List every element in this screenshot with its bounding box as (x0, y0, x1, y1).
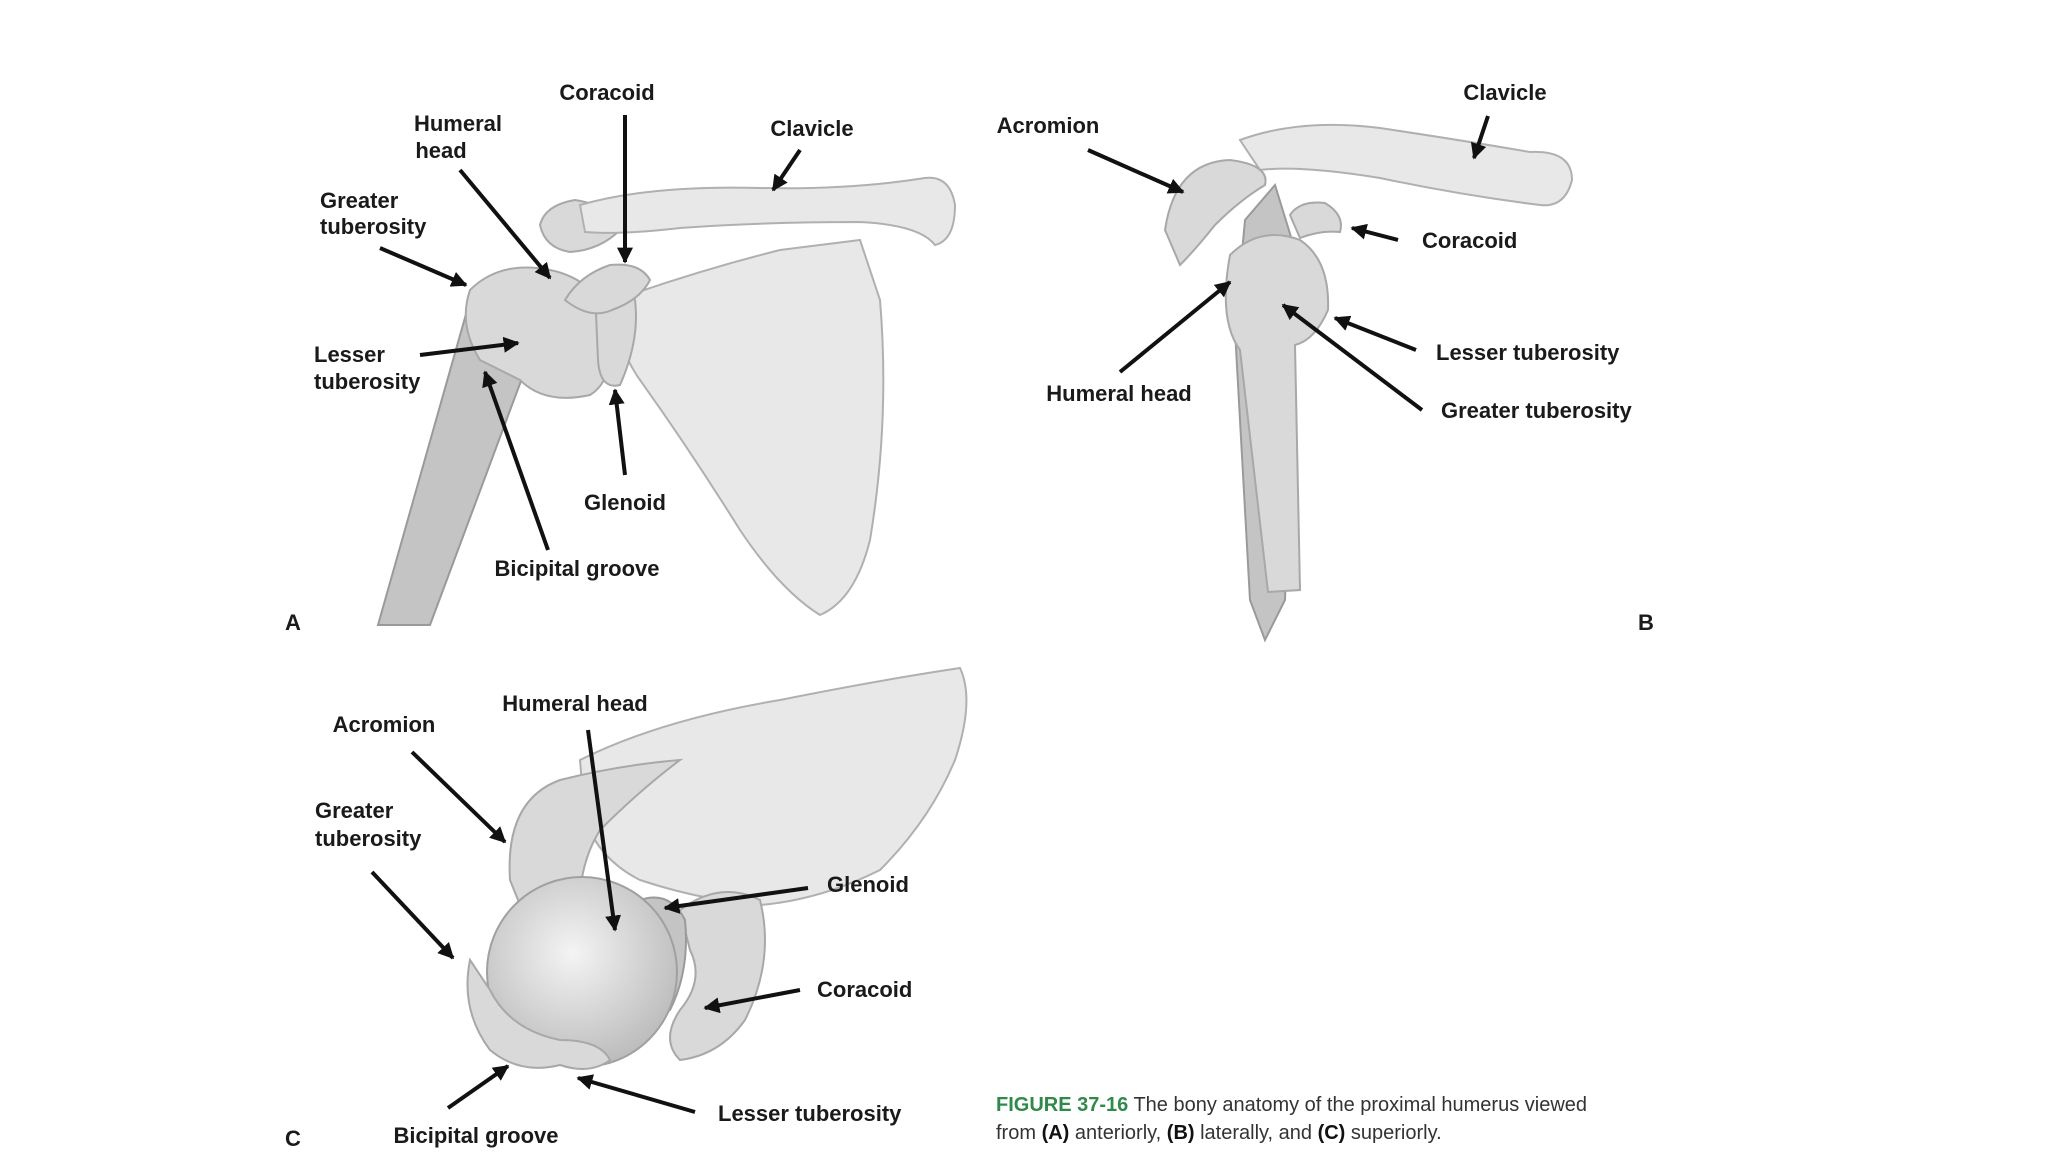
panel-a: Coracoid Humeral head Clavicle Greater t… (285, 80, 957, 635)
label-lesser-tuberosity-b: Lesser tuberosity (1436, 340, 1620, 365)
caption-ref-a: (A) (1041, 1122, 1070, 1144)
figure-number: FIGURE 37-16 (996, 1094, 1129, 1116)
label-coracoid-a: Coracoid (559, 80, 654, 105)
label-acromion-b: Acromion (997, 113, 1100, 138)
panel-letter-a: A (285, 610, 301, 635)
clavicle-a (578, 176, 957, 247)
panel-b: Clavicle Acromion Coracoid Lesser tubero… (997, 80, 1654, 643)
panel-c-bones (466, 666, 968, 1070)
scapula-a (613, 238, 885, 617)
label-greater-tuberosity-a-line1: Greater (320, 188, 399, 213)
panel-letter-b: B (1638, 610, 1654, 635)
label-greater-tuberosity-c-line2: tuberosity (315, 826, 422, 851)
panel-c: Humeral head Acromion Greater tuberosity… (285, 666, 968, 1151)
label-lesser-tuberosity-c: Lesser tuberosity (718, 1101, 902, 1126)
label-greater-tuberosity-c-line1: Greater (315, 798, 394, 823)
label-glenoid-a: Glenoid (584, 490, 666, 515)
caption-text-5: superiorly. (1345, 1122, 1442, 1144)
caption-ref-c: (C) (1317, 1122, 1346, 1144)
panel-a-arrows (379, 115, 802, 551)
label-greater-tuberosity-a-line2: tuberosity (320, 214, 427, 239)
label-lesser-tuberosity-a-line1: Lesser (314, 342, 385, 367)
panel-b-bones (1163, 123, 1574, 643)
label-greater-tuberosity-b: Greater tuberosity (1441, 398, 1632, 423)
caption-text-3: anteriorly, (1069, 1122, 1167, 1144)
label-glenoid-c: Glenoid (827, 872, 909, 897)
panel-a-bones (376, 176, 957, 626)
label-clavicle-b: Clavicle (1463, 80, 1546, 105)
figure-caption: FIGURE 37-16 The bony anatomy of the pro… (996, 1091, 1676, 1147)
label-humeral-head-a-line2: head (415, 138, 466, 163)
panel-b-arrows (1087, 115, 1490, 412)
label-coracoid-c: Coracoid (817, 977, 912, 1002)
panel-letter-c: C (285, 1126, 301, 1151)
clavicle-b (1238, 123, 1574, 207)
acromion-b (1163, 158, 1267, 267)
caption-text-2: from (996, 1122, 1042, 1144)
scapula-c (578, 666, 968, 907)
caption-ref-b: (B) (1166, 1122, 1195, 1144)
coracoid-b (1288, 201, 1342, 240)
caption-text-4: laterally, and (1194, 1122, 1318, 1144)
label-acromion-c: Acromion (333, 712, 436, 737)
caption-text-1: The bony anatomy of the proximal humerus… (1128, 1094, 1588, 1116)
label-bicipital-groove-c: Bicipital groove (393, 1123, 558, 1148)
label-coracoid-b: Coracoid (1422, 228, 1517, 253)
coracoid-a (563, 263, 652, 315)
panel-a-labels: Coracoid Humeral head Clavicle Greater t… (285, 80, 854, 635)
label-lesser-tuberosity-a-line2: tuberosity (314, 369, 421, 394)
label-humeral-head-c: Humeral head (502, 691, 648, 716)
label-bicipital-groove-a: Bicipital groove (494, 556, 659, 581)
humerus-b (1224, 234, 1330, 594)
panel-c-arrows (370, 729, 809, 1114)
panel-b-labels: Clavicle Acromion Coracoid Lesser tubero… (997, 80, 1654, 635)
label-humeral-head-b: Humeral head (1046, 381, 1192, 406)
tuberosities-c (466, 957, 612, 1070)
panel-c-labels: Humeral head Acromion Greater tuberosity… (285, 691, 912, 1151)
label-clavicle-a: Clavicle (770, 116, 853, 141)
label-humeral-head-a-line1: Humeral (414, 111, 502, 136)
